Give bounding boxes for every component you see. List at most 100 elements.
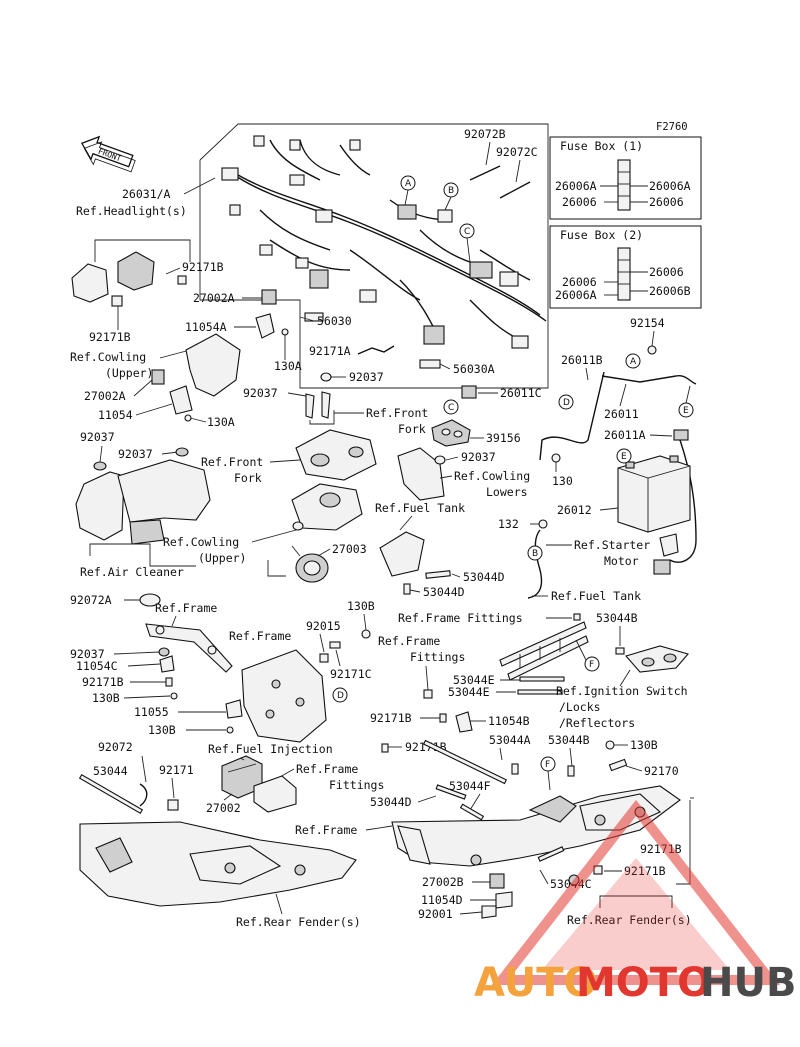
label-ref-frame-c: Ref.Frame [295,823,357,837]
label-ref-ignition-3: /Reflectors [559,716,635,730]
fuse-box-2-right-1: 26006B [649,284,691,298]
rod-53044 [78,774,144,814]
label-130B-a: 130B [347,599,375,613]
label-ref-cowling-upper-b2: (Upper) [198,551,246,565]
label-92037-c: 92037 [80,430,115,444]
svg-text:MOTO: MOTO [576,960,711,1006]
watermark-text: AUTO MOTO HUB [474,960,796,1006]
label-ref-ignition-2: /Locks [559,700,601,714]
part-11054A [255,313,275,339]
label-92154: 92154 [630,316,665,330]
label-130A-a: 130A [274,359,302,373]
label-ref-frame-fittings-c1: Ref.Frame [296,762,358,776]
harness-group-outline [199,123,549,389]
label-53044B-a: 53044B [596,611,638,625]
label-26031A: 26031/A [122,187,171,201]
label-ref-air-cleaner: Ref.Air Cleaner [80,565,184,579]
cowling-lowers-bracket [397,447,446,501]
label-92171A: 92171A [309,344,351,358]
label-26011: 26011 [604,407,639,421]
label-11054: 11054 [98,408,133,422]
label-ref-cowling-lowers-2: Lowers [486,485,528,499]
callout-A-harness: A [400,175,416,206]
starter-lead [527,529,543,599]
callout-D-frame: D [332,687,348,703]
label-ref-frame-a: Ref.Frame [155,601,217,615]
label-56030A: 56030A [453,362,495,376]
label-26011A: 26011A [604,428,646,442]
svg-text:D: D [563,398,570,408]
rear-frame [391,785,681,867]
clip-92171 [167,799,179,811]
callout-B-starter: B [527,545,543,561]
rear-fender-left [79,821,357,907]
label-ref-cowling-upper-b1: Ref.Cowling [163,535,239,549]
svg-text:B: B [448,186,454,196]
label-ref-cowling-lowers-1: Ref.Cowling [454,469,530,483]
svg-text:HUB: HUB [700,960,796,1006]
label-92037-a: 92037 [349,370,384,384]
label-53044E-a: 53044E [453,673,495,687]
label-27002A-b: 27002A [84,389,126,403]
callout-C-harness: C [459,223,475,263]
label-ref-frame-b: Ref.Frame [229,629,291,643]
center-frame-panel [241,649,327,743]
svg-text:A: A [630,357,637,367]
label-ref-fuel-injection: Ref.Fuel Injection [208,742,333,756]
air-cleaner-cover [75,447,211,545]
callout-F-subframe: F [540,756,556,791]
rod-53044A [422,739,508,785]
label-130B-c: 130B [148,723,176,737]
label-11054D: 11054D [421,893,463,907]
svg-text:39156: 39156 [486,431,521,445]
label-92037-d: 92037 [118,447,153,461]
label-11055: 11055 [134,705,169,719]
svg-text:F: F [589,660,594,670]
fuse-box-2-left-1: 26006A [555,288,597,302]
label-92072A: 92072A [70,593,112,607]
label-92170: 92170 [644,764,679,778]
fuse-box-2-right-0: 26006 [649,265,684,279]
label-92171: 92171 [159,763,194,777]
battery-26012: 26012 [557,455,691,533]
svg-text:E: E [621,452,627,462]
part-27002A [261,289,277,305]
part-11055 [225,699,243,719]
callout-E-battery: E [616,448,632,464]
label-27002A-a: 27002A [193,291,235,305]
label-53044F: 53044F [449,779,491,793]
svg-text:F: F [545,760,550,770]
svg-text:A: A [405,179,412,189]
label-26011B: 26011B [561,353,603,367]
fuse-box-2-title: Fuse Box (2) [560,228,643,242]
label-92015: 92015 [306,619,341,633]
part-26011C: 26011C [461,385,542,400]
part-92072C: 92072C [496,145,538,199]
grommets-92037-pair [305,372,332,419]
fuse-box-1-left-0: 26006A [555,179,597,193]
label-92171B-a: 92171B [182,260,224,274]
label-ref-rear-fender-a: Ref.Rear Fender(s) [236,915,361,929]
part-39156: 39156 [431,419,521,447]
label-ref-rear-fender-b: Ref.Rear Fender(s) [567,913,692,927]
label-53044D-a: 53044D [463,570,505,584]
label-ref-front-fork-b2: Fork [234,471,262,485]
cable-26011B [539,371,605,461]
left-frame-bracket [145,623,233,673]
horn-27003: 27003 [291,542,367,583]
callout-E-cable: E [678,385,694,418]
label-ref-front-fork-b1: Ref.Front [201,455,263,469]
label-53044D-c: 53044D [370,795,412,809]
label-130: 130 [552,474,573,488]
callout-D-cable: D [558,394,574,410]
label-ref-frame-fittings-a: Ref.Frame Fittings [398,611,523,625]
watermark-logo [491,799,781,985]
fuse-box-1-right-0: 26006A [649,179,691,193]
part-92072B: 92072B [464,127,506,181]
label-53044: 53044 [93,764,128,778]
svg-text:26012: 26012 [557,503,592,517]
svg-text:27003: 27003 [332,542,367,556]
fuel-tank-mount-bracket [291,483,363,531]
label-92037-f: 92037 [70,647,105,661]
steering-stem-bracket [295,429,377,481]
